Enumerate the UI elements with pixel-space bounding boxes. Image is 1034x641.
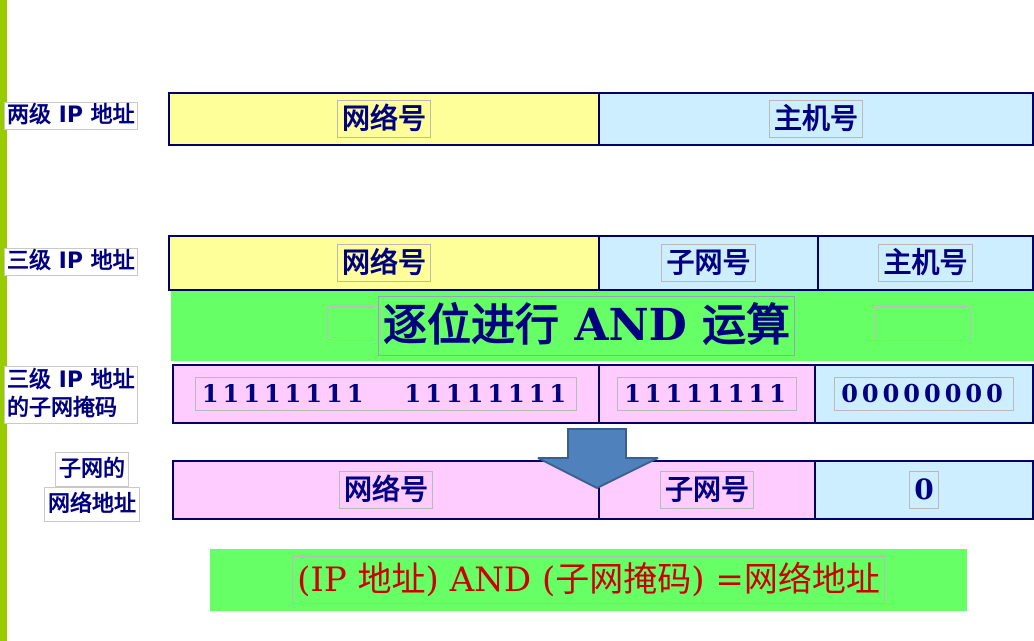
result-host-text: 0 — [909, 471, 939, 509]
three-level-subnet-cell: 子网号 — [598, 237, 817, 289]
ghost-placeholder-right — [875, 306, 971, 340]
two-level-ip-row: 网络号 主机号 — [168, 92, 1034, 146]
mask-subnet-bits: 11111111 — [617, 377, 797, 411]
and-operation-text: 逐位进行 AND 运算 — [378, 296, 796, 356]
ghost-placeholder-left — [327, 306, 381, 340]
subnet-network-address-label-line2: 网络地址 — [44, 487, 141, 522]
mask-network-cell: 11111111 11111111 — [174, 366, 598, 422]
and-operation-band — [171, 291, 1034, 361]
result-host-cell: 0 — [814, 462, 1032, 518]
result-subnet-cell: 子网号 — [598, 462, 814, 518]
result-network-cell: 网络号 — [174, 462, 598, 518]
subnet-mask-label-line2: 的子网掩码 — [7, 396, 118, 421]
down-arrow-icon — [537, 428, 659, 490]
mask-subnet-cell: 11111111 — [598, 366, 814, 422]
two-level-network-cell: 网络号 — [170, 94, 598, 144]
three-level-subnet-text: 子网号 — [661, 244, 756, 282]
two-level-network-text: 网络号 — [336, 100, 431, 138]
mask-network-bits: 11111111 11111111 — [194, 377, 578, 411]
three-level-host-text: 主机号 — [878, 244, 973, 282]
subnet-mask-label: 三级 IP 地址 的子网掩码 — [4, 366, 138, 424]
result-subnet-text: 子网号 — [659, 471, 754, 509]
three-level-ip-label: 三级 IP 地址 — [4, 248, 138, 276]
two-level-ip-label: 两级 IP 地址 — [4, 102, 138, 130]
mask-host-cell: 00000000 — [814, 366, 1032, 422]
left-accent-bar — [0, 0, 7, 641]
three-level-ip-row: 网络号 子网号 主机号 — [168, 235, 1034, 291]
subnet-network-address-label: 子网的 网络地址 — [44, 452, 141, 522]
result-network-text: 网络号 — [338, 471, 433, 509]
subnet-mask-row: 11111111 11111111 11111111 00000000 — [172, 364, 1034, 424]
subnet-network-address-row: 网络号 子网号 0 — [172, 460, 1034, 520]
formula-text: (IP 地址) AND (子网掩码) =网络地址 — [292, 556, 885, 604]
three-level-network-text: 网络号 — [336, 244, 431, 282]
three-level-host-cell: 主机号 — [817, 237, 1032, 289]
subnet-network-address-label-line1: 子网的 — [55, 452, 130, 487]
three-level-network-cell: 网络号 — [170, 237, 598, 289]
formula-box: (IP 地址) AND (子网掩码) =网络地址 — [210, 549, 967, 611]
subnet-mask-label-line1: 三级 IP 地址 — [7, 368, 135, 393]
two-level-host-cell: 主机号 — [598, 94, 1032, 144]
mask-host-bits: 00000000 — [834, 377, 1014, 411]
two-level-host-text: 主机号 — [768, 100, 863, 138]
